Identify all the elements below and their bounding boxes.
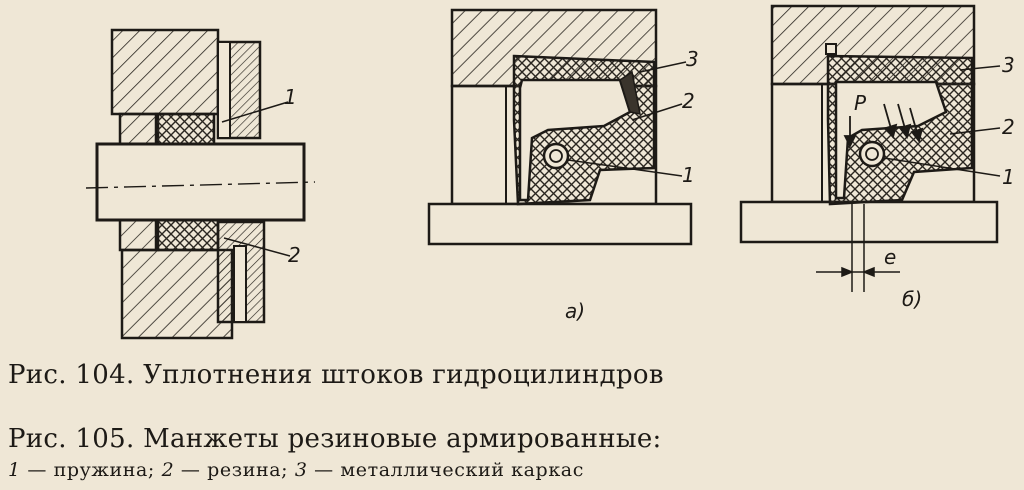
legend-text-2: — резина; — [174, 459, 295, 481]
fig104-lower-gland — [118, 218, 160, 252]
fig105a-letter: а) — [565, 299, 585, 323]
fig104-upper-housing — [110, 28, 220, 116]
fig105a-label-1: 1 — [682, 163, 695, 187]
fig104-lower-seal — [154, 218, 220, 252]
legend-text-3: — металлический каркас — [307, 459, 584, 481]
fig105a-shaft — [427, 202, 693, 246]
fig105b-label-gap: e — [884, 245, 896, 269]
fig105b-cuff: P e 3 2 1 б) — [739, 4, 1015, 311]
legend-num-3: 3 — [294, 459, 308, 481]
fig105b-gap-dimension — [816, 204, 900, 292]
figure-drawing: 1 2 3 2 1 а) — [85, 4, 1015, 340]
legend-num-1: 1 — [8, 459, 21, 481]
fig105b-spring — [858, 140, 886, 168]
fig104-label-1: 1 — [284, 85, 297, 109]
fig105a-cuff: 3 2 1 а) — [427, 8, 699, 323]
fig105b-shaft — [739, 200, 999, 244]
fig105b-label-1: 1 — [1002, 165, 1015, 189]
fig104-caption: Рис. 104. Уплотнения штоков гидроцилиндр… — [8, 360, 664, 390]
fig105b-label-3: 3 — [1002, 53, 1015, 77]
fig105b-letter: б) — [902, 287, 922, 311]
fig105-legend: 1 — пружина; 2 — резина; 3 — металлическ… — [8, 459, 584, 481]
fig104-lower-housing — [120, 248, 234, 340]
fig105b-frame — [834, 80, 948, 200]
legend-text-1: — пружина; — [20, 459, 162, 481]
fig105a-label-3: 3 — [686, 47, 699, 71]
fig105b-pressure-arrows — [843, 103, 924, 149]
fig105a-spring — [542, 142, 570, 170]
fig105-caption: Рис. 105. Манжеты резиновые армированные… — [8, 424, 662, 454]
fig104-upper-gland — [118, 112, 160, 146]
fig104-label-2: 2 — [288, 243, 301, 267]
fig105b-label-pressure: P — [854, 91, 867, 115]
fig104-rod-seal: 1 2 — [85, 28, 316, 340]
fig104-rod — [95, 142, 306, 222]
legend-num-2: 2 — [161, 459, 175, 481]
fig105a-label-2: 2 — [682, 89, 695, 113]
fig104-upper-seal — [154, 112, 216, 146]
fig105b-label-2: 2 — [1002, 115, 1015, 139]
